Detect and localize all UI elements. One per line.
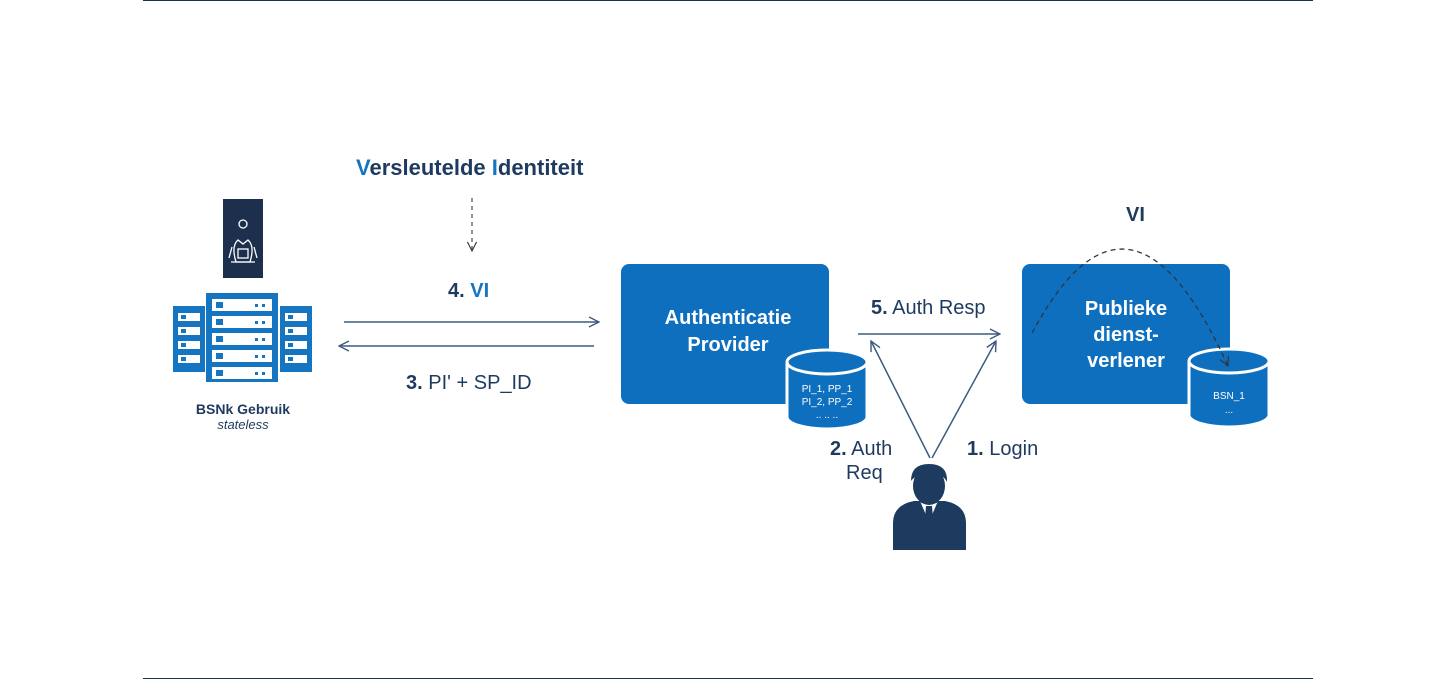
step5-number: 5. bbox=[871, 297, 888, 319]
title-part2: dentiteit bbox=[498, 155, 584, 180]
vi-curve-arrow bbox=[1031, 248, 1228, 366]
step4-text: VI bbox=[470, 280, 489, 302]
step4-number: 4. bbox=[448, 280, 465, 302]
auth-provider-title-line2: Provider bbox=[687, 334, 768, 356]
diagram-title: Versleutelde Identiteit bbox=[356, 155, 584, 180]
step2-text-line2: Req bbox=[846, 462, 883, 484]
bottom-rule bbox=[143, 678, 1313, 679]
auth-provider-database-icon bbox=[785, 348, 869, 431]
step1-label: 1. Login bbox=[967, 438, 1038, 460]
arrow-step2 bbox=[871, 341, 931, 459]
title-letter-i: I bbox=[492, 155, 498, 180]
step3-number: 3. bbox=[406, 372, 423, 394]
step2-number: 2. bbox=[830, 438, 847, 460]
title-part1: ersleutelde bbox=[369, 155, 491, 180]
publieke-db-line1: BSN_1 bbox=[1213, 391, 1245, 402]
step1-text: Login bbox=[989, 438, 1038, 460]
step3-text: PI' + SP_ID bbox=[428, 372, 531, 394]
step4-label: 4. VI bbox=[448, 280, 489, 302]
publieke-title-line3: verlener bbox=[1087, 350, 1165, 372]
step2-label: 2. Auth bbox=[830, 438, 892, 460]
step3-label: 3. PI' + SP_ID bbox=[406, 372, 532, 394]
bsnk-server-icon bbox=[173, 199, 312, 382]
step2-text-line1: Auth bbox=[851, 438, 892, 460]
step5-label: 5. Auth Resp bbox=[871, 297, 986, 319]
vi-curve-label: VI bbox=[1126, 204, 1145, 226]
publieke-dienstverlener-box bbox=[1022, 264, 1230, 404]
arrow-step1 bbox=[931, 341, 996, 459]
auth-provider-box bbox=[621, 264, 829, 404]
publieke-title-line2: dienst- bbox=[1093, 324, 1159, 346]
server-sublabel: stateless bbox=[217, 417, 269, 432]
auth-db-line2: PI_2, PP_2 bbox=[802, 397, 853, 408]
step1-number: 1. bbox=[967, 438, 984, 460]
server-label: BSNk Gebruik bbox=[196, 401, 290, 417]
auth-db-line3: .. .. .. bbox=[816, 410, 838, 421]
publieke-db-line2: ... bbox=[1225, 405, 1233, 416]
user-icon bbox=[893, 464, 966, 550]
top-rule bbox=[143, 0, 1313, 1]
auth-provider-title-line1: Authenticatie bbox=[665, 307, 792, 329]
publieke-title-line1: Publieke bbox=[1085, 298, 1167, 320]
auth-db-line1: PI_1, PP_1 bbox=[802, 384, 853, 395]
publieke-database-icon bbox=[1187, 347, 1271, 429]
step5-text: Auth Resp bbox=[892, 297, 985, 319]
title-letter-v: V bbox=[356, 155, 371, 180]
